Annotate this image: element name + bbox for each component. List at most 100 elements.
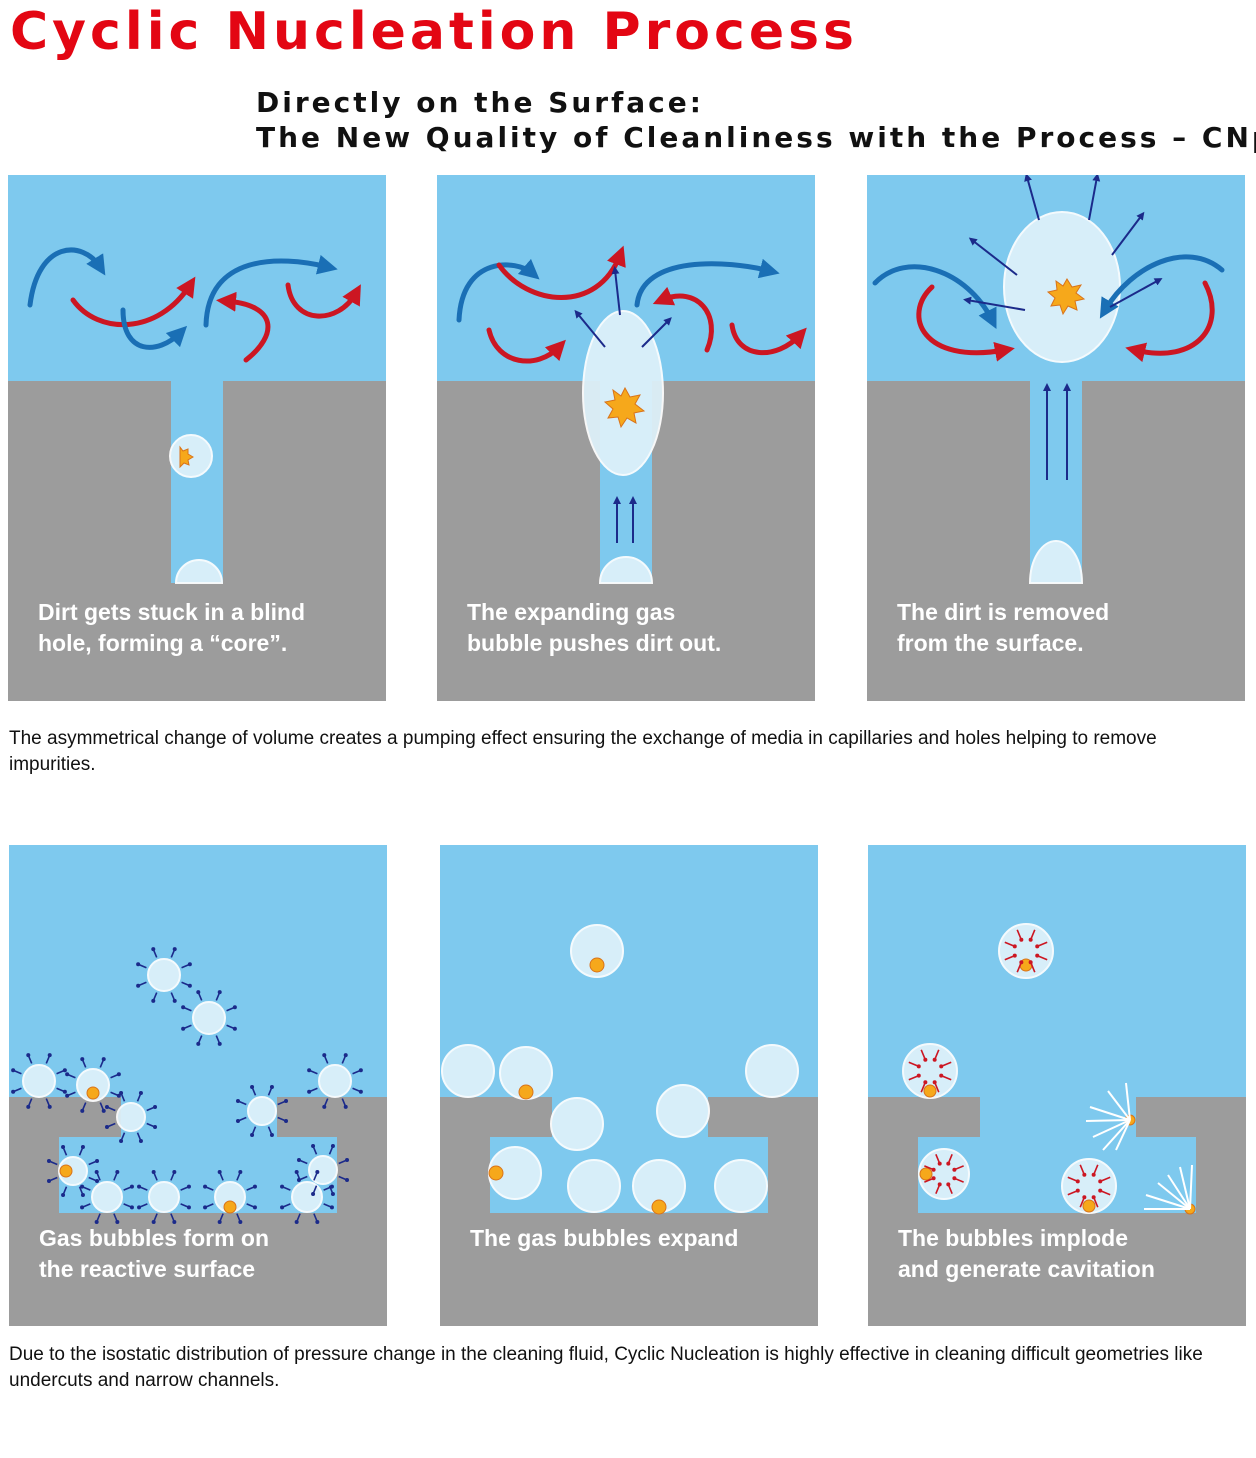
- flow-arrow: [729, 322, 807, 356]
- push-arrow: [1111, 211, 1145, 256]
- arrow-tip: [62, 1068, 67, 1073]
- flow-arrow: [634, 258, 780, 308]
- dirt-stuck-diagram: [8, 175, 386, 701]
- dirt-particle: [919, 1167, 933, 1181]
- top-description: The asymmetrical change of volume create…: [9, 728, 1157, 775]
- caption-line-1: Dirt gets stuck in a blind: [38, 599, 306, 625]
- subtitle-line-1: Directly on the Surface:: [256, 86, 704, 119]
- push-arrow: [1109, 278, 1163, 308]
- arrow-tip: [1012, 953, 1017, 958]
- bubbles-form-diagram: [9, 845, 387, 1326]
- caption-line-1: The bubbles implode: [898, 1225, 1129, 1251]
- gas-bubble: [76, 1068, 110, 1102]
- arrow-tip: [252, 1205, 257, 1210]
- arrow-tip: [1091, 1195, 1096, 1200]
- cavitation-jet: [1085, 1082, 1131, 1151]
- gas-bubble: [291, 1181, 323, 1213]
- arrow-tip: [232, 1005, 237, 1010]
- panel-bubbles-expand: The gas bubbles expand: [440, 845, 818, 1326]
- flow-arrow: [916, 284, 1015, 362]
- arrow-tip: [269, 1133, 274, 1138]
- dirt-particle: [488, 1165, 504, 1181]
- arrow-tip: [217, 1041, 222, 1046]
- arrow-tip: [196, 990, 201, 995]
- flow-arrow: [203, 254, 338, 328]
- arrow-tip: [937, 1161, 942, 1166]
- arrow-tip: [116, 1072, 121, 1077]
- arrow-tip: [235, 1118, 240, 1123]
- arrow-tip: [1098, 1188, 1103, 1193]
- arrow-tip: [46, 1159, 51, 1164]
- arrow-tip: [119, 1139, 124, 1144]
- bottom-description: Due to the isostatic distribution of pre…: [9, 1344, 1203, 1391]
- undercut-surface: [9, 1097, 387, 1326]
- push-arrow: [574, 309, 606, 348]
- dirt-particle-group: [59, 1086, 237, 1214]
- arrow-tip: [311, 1143, 316, 1148]
- arrow-tip: [151, 1219, 156, 1224]
- arrow-tip: [46, 1178, 51, 1183]
- arrow-tip: [946, 1161, 951, 1166]
- dirt-particle: [651, 1199, 667, 1215]
- arrow-tip: [80, 1193, 85, 1198]
- arrow-tip: [280, 1205, 285, 1210]
- arrow-tip: [1028, 937, 1033, 942]
- arrow-tip: [151, 1170, 156, 1175]
- arrow-tip: [931, 1167, 936, 1172]
- arrow-tip: [329, 1205, 334, 1210]
- caption-line-1: The expanding gas: [467, 599, 676, 625]
- arrow-tip: [345, 1177, 350, 1182]
- arrow-tip: [1075, 1179, 1080, 1184]
- flow-arrow: [872, 264, 997, 329]
- dirt-particle: [518, 1084, 534, 1100]
- flow-arrow: [486, 327, 566, 364]
- caption-line-1: The dirt is removed: [897, 599, 1110, 625]
- arrow-tip: [315, 1219, 320, 1224]
- caption-line-2: the reactive surface: [39, 1256, 256, 1282]
- arrow-tip: [136, 983, 141, 988]
- dirt-particle: [603, 386, 646, 429]
- arrow-tip: [296, 1158, 301, 1163]
- arrow-tip: [330, 1143, 335, 1148]
- arrow-tip: [1091, 1172, 1096, 1177]
- arrow-tip: [181, 1026, 186, 1031]
- gas-bubble: [247, 1096, 277, 1126]
- dirt-particle: [1046, 278, 1086, 316]
- flow-arrow: [120, 307, 188, 350]
- arrow-tip: [952, 1176, 957, 1181]
- push-arrow: [641, 317, 672, 348]
- arrow-tip: [1075, 1188, 1080, 1193]
- arrow-tip: [252, 1184, 257, 1189]
- arrow-tip: [284, 1099, 289, 1104]
- arrow-tip: [311, 1192, 316, 1197]
- push-arrow: [1088, 175, 1101, 221]
- arrow-tip: [62, 1089, 67, 1094]
- arrow-tip: [136, 962, 141, 967]
- arrow-tip: [1028, 960, 1033, 965]
- arrow-tip: [115, 1170, 120, 1175]
- dirt-particle: [1082, 1199, 1096, 1213]
- arrow-tip: [330, 1192, 335, 1197]
- dirt-removed-diagram: [867, 175, 1245, 701]
- arrow-tip: [939, 1064, 944, 1069]
- imploding-bubble: [902, 1043, 958, 1099]
- panel-bubbles-implode: The bubbles implode and generate cavitat…: [868, 845, 1246, 1326]
- gas-bubble: [441, 1044, 495, 1098]
- arrow-tip: [946, 1182, 951, 1187]
- arrow-tip: [172, 947, 177, 952]
- gas-bubble: [570, 924, 624, 978]
- bubbles-expand-diagram: [440, 845, 818, 1326]
- imploding-bubble: [1061, 1158, 1117, 1214]
- gas-bubble: [192, 1001, 226, 1035]
- arrow-tip: [217, 1170, 222, 1175]
- arrow-tip: [153, 1105, 158, 1110]
- arrow-tip: [358, 1089, 363, 1094]
- caption-line-2: from the surface.: [897, 630, 1084, 656]
- gas-bubble: [318, 1064, 352, 1098]
- panel-dirt-stuck: Dirt gets stuck in a blind hole, forming…: [8, 175, 386, 701]
- arrow-tip: [172, 1170, 177, 1175]
- arrow-tip: [11, 1068, 16, 1073]
- arrow-tip: [1019, 937, 1024, 942]
- gas-bubble: [91, 1181, 123, 1213]
- arrow-tip: [238, 1170, 243, 1175]
